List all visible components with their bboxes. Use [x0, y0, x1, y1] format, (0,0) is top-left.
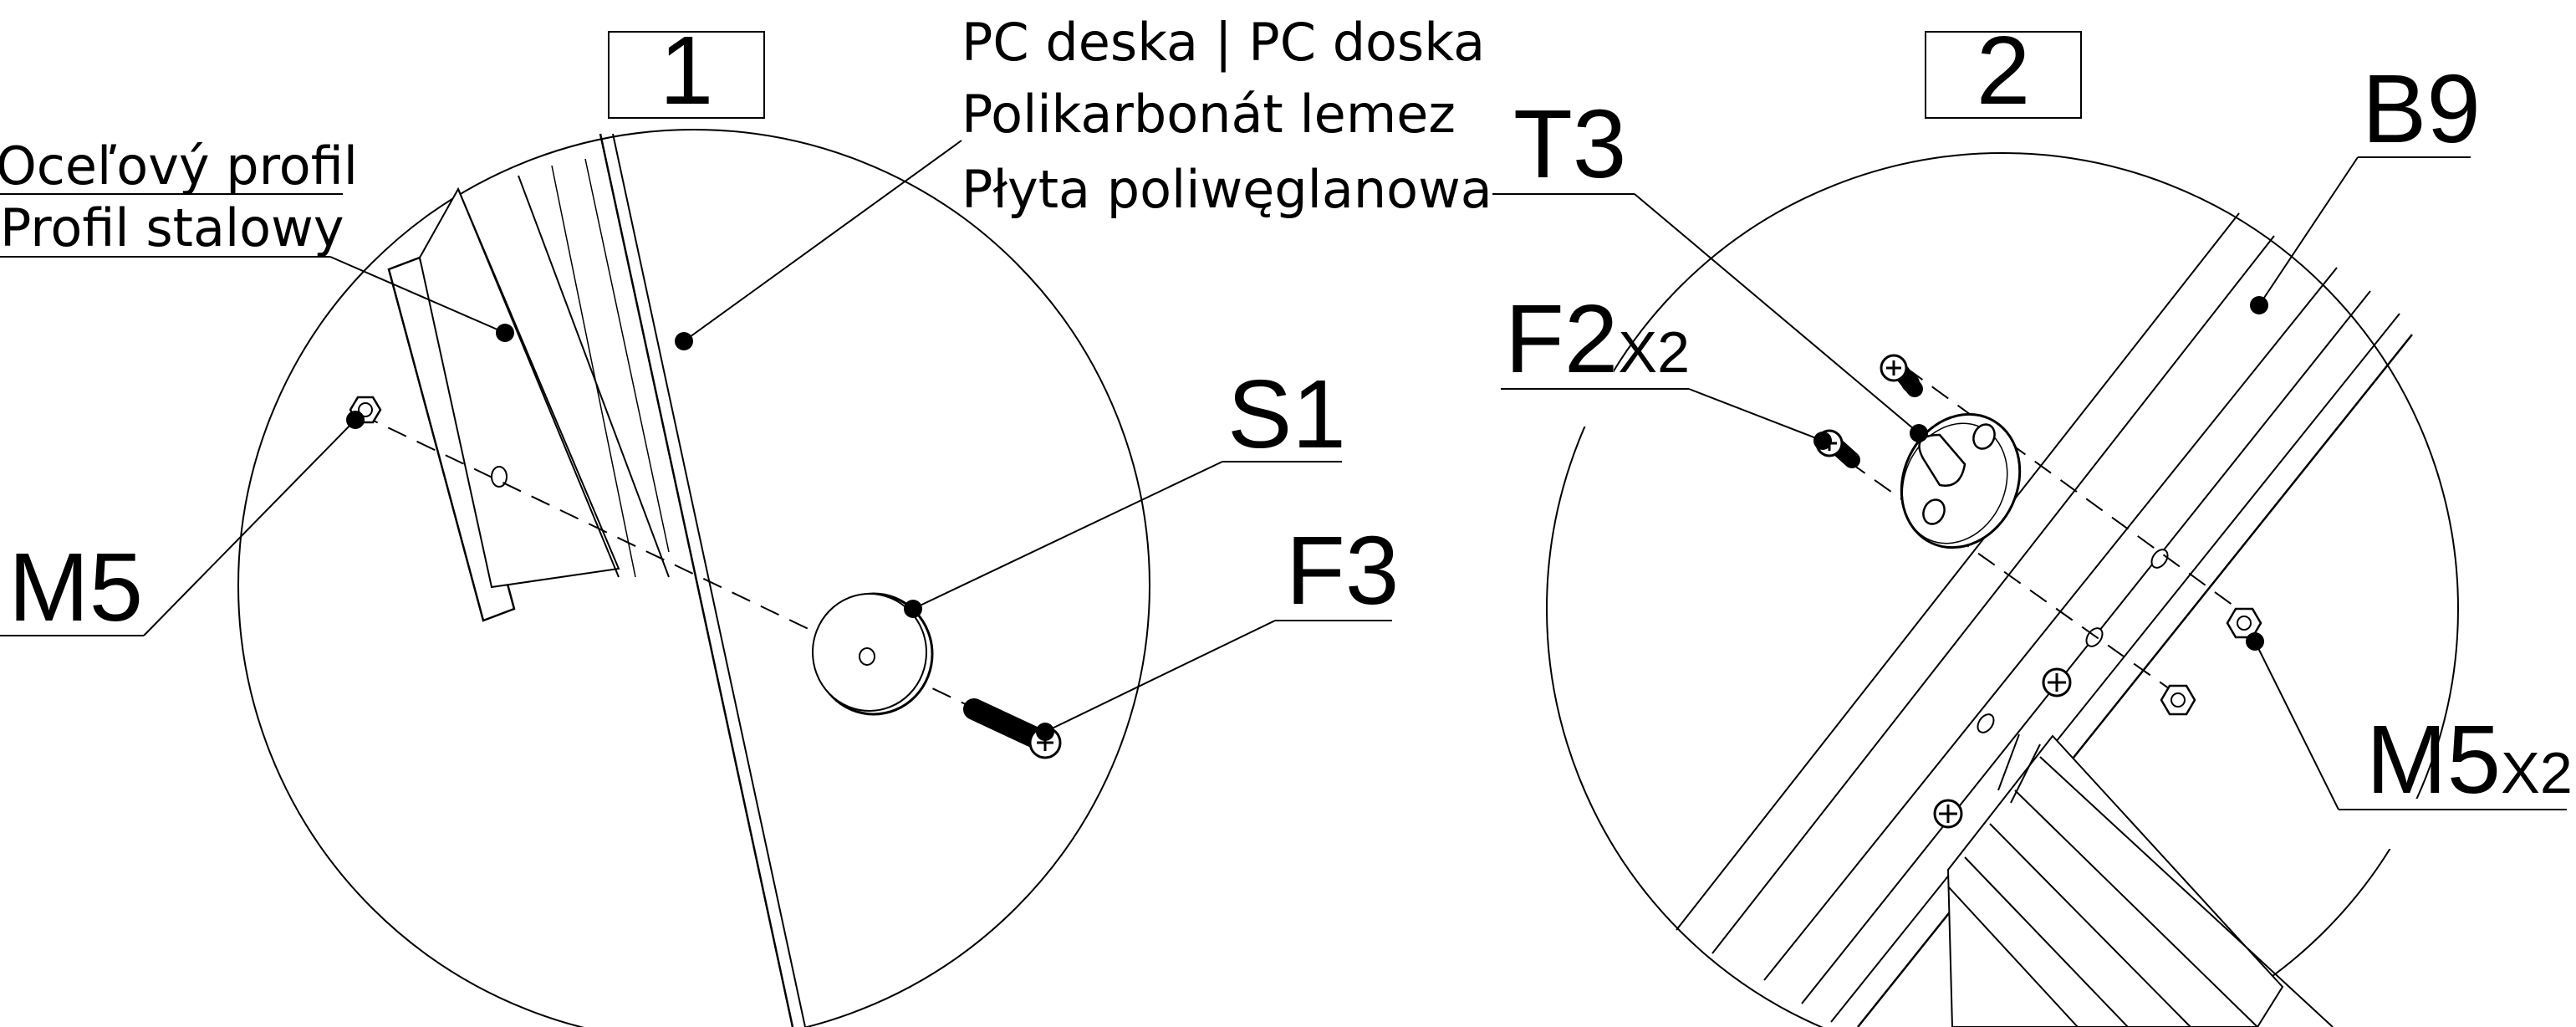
callout-f3: F3 — [1036, 516, 1399, 741]
callout-steel-profile: Oceľový profil Profil stalowy — [0, 135, 514, 342]
beam-holes — [1977, 549, 2169, 733]
installed-screws — [1933, 667, 2072, 829]
callout-m5: M5 — [0, 411, 365, 641]
s1-label: S1 — [1227, 360, 1346, 468]
m5-nuts-part — [2160, 607, 2262, 716]
t3-bracket-part — [1900, 412, 2022, 549]
b9-label: B9 — [2362, 54, 2481, 163]
washer-s1-part — [812, 592, 934, 716]
f3-label: F3 — [1286, 516, 1399, 625]
step-1-number-box — [608, 31, 765, 119]
callout-pc-board: PC deska | PC doska Polikarbonát lemez P… — [675, 12, 1593, 350]
f2-screws-part — [1815, 354, 1923, 468]
pc-board-label-pl: Płyta poliwęglanowa — [962, 159, 1492, 220]
m5x2-label: M5X2 — [2366, 705, 2573, 814]
callout-m5x2: M5X2 — [2246, 632, 2573, 814]
step-1-detail: 1 — [0, 12, 1593, 1027]
step-2-axis-lower — [1822, 442, 2187, 702]
step-1-detail-circle — [237, 129, 1150, 1027]
step-1-assembly-axis — [359, 413, 1050, 745]
step-2-axis-upper — [1905, 367, 2258, 624]
steel-profile-label-cz: Oceľový profil — [0, 135, 358, 197]
frame-member-part — [1946, 733, 2334, 1027]
callout-s1: S1 — [904, 360, 1346, 618]
step-1-number: 1 — [660, 16, 714, 125]
pc-board-label-hu: Polikarbonát lemez — [962, 84, 1456, 145]
step-2-detail-circle — [1546, 152, 2459, 1027]
t3-label: T3 — [1513, 89, 1626, 198]
steel-profile-part — [387, 158, 670, 622]
m5-label: M5 — [8, 533, 143, 641]
step-2-number-box — [1925, 31, 2082, 119]
callout-t3: T3 — [1497, 89, 1928, 442]
step-2-number: 2 — [1977, 16, 2031, 125]
pc-board-part — [599, 133, 806, 1027]
callout-f2: F2X2 — [1501, 284, 1920, 450]
f2-label: F2X2 — [1505, 284, 1690, 393]
pc-board-label-cz: PC deska | PC doska — [962, 12, 1485, 74]
callout-b9: B9 — [2250, 54, 2481, 314]
step-2-detail: 2 — [1497, 16, 2573, 1027]
steel-profile-label-pl: Profil stalowy — [0, 197, 344, 258]
